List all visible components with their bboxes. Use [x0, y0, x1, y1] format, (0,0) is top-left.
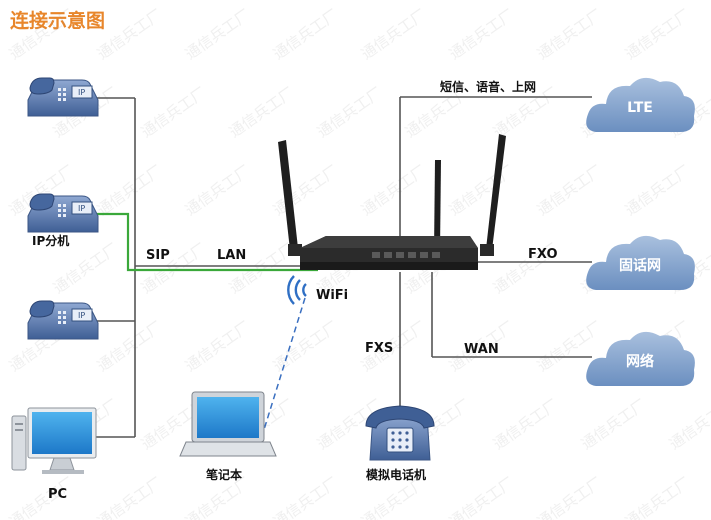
watermark-text: 通信兵工厂 — [666, 396, 711, 454]
watermark-text: 通信兵工厂 — [622, 474, 694, 520]
watermark-text: 通信兵工厂 — [94, 162, 166, 220]
cloud-internet-label: 网络 — [626, 353, 654, 370]
watermark-text: 通信兵工厂 — [534, 162, 606, 220]
watermark-text: 通信兵工厂 — [226, 84, 298, 142]
watermark-text: 通信兵工厂 — [270, 474, 342, 520]
wifi-label: WiFi — [316, 288, 348, 303]
ip-phone-top — [27, 77, 99, 117]
pc-icon — [11, 407, 97, 474]
connection-lines — [96, 96, 592, 438]
watermark-text: 通信兵工厂 — [358, 162, 430, 220]
page-title: 连接示意图 — [10, 10, 106, 32]
watermark-text: 通信兵工厂 — [446, 162, 518, 220]
watermark-text: 通信兵工厂 — [578, 396, 650, 454]
laptop-icon — [179, 391, 277, 457]
watermark-text: 通信兵工厂 — [6, 6, 78, 64]
router-icon — [278, 134, 506, 270]
watermark-text: 通信兵工厂 — [622, 162, 694, 220]
cloud-lte — [586, 77, 695, 132]
analog-phone-label: 模拟电话机 — [366, 467, 426, 482]
watermark-text: 通信兵工厂 — [622, 6, 694, 64]
lan-green-line — [96, 212, 318, 272]
wan-label: WAN — [464, 342, 499, 357]
watermark-text: 通信兵工厂 — [314, 84, 386, 142]
cloud-lte-label: LTE — [627, 100, 653, 116]
watermark-text: 通信兵工厂 — [138, 84, 210, 142]
fxs-label: FXS — [365, 341, 393, 356]
lte-services-label: 短信、语音、上网 — [440, 79, 536, 94]
watermark-text: 通信兵工厂 — [182, 6, 254, 64]
watermark-text: 通信兵工厂 — [94, 6, 166, 64]
ip-phone-label: IP分机 — [32, 233, 69, 248]
laptop-label: 笔记本 — [206, 467, 242, 482]
wifi-dashed-line — [261, 297, 306, 437]
cloud-pstn-label: 固话网 — [619, 257, 661, 274]
sip-label: SIP — [146, 248, 170, 263]
watermark-text: 通信兵工厂 — [534, 474, 606, 520]
watermark-text: 通信兵工厂 — [446, 474, 518, 520]
watermark-text: 通信兵工厂 — [182, 162, 254, 220]
watermark-text: 通信兵工厂 — [94, 474, 166, 520]
lan-label: LAN — [217, 248, 246, 263]
watermark-text: 通信兵工厂 — [490, 396, 562, 454]
watermark-text: 通信兵工厂 — [358, 6, 430, 64]
cloud-pstn — [586, 235, 695, 290]
watermark-text: 通信兵工厂 — [182, 318, 254, 376]
watermark-text: 通信兵工厂 — [94, 318, 166, 376]
analog-phone-icon — [365, 405, 435, 461]
watermark-text: 通信兵工厂 — [270, 318, 342, 376]
watermark-text: 通信兵工厂 — [270, 6, 342, 64]
watermark-text: 通信兵工厂 — [446, 6, 518, 64]
ip-phone-bottom — [27, 300, 99, 340]
cloud-internet — [586, 331, 695, 386]
wifi-signal-icon — [287, 275, 307, 305]
ip-phone-middle — [27, 193, 99, 233]
watermark-text: 通信兵工厂 — [50, 240, 122, 298]
watermark-text: 通信兵工厂 — [534, 6, 606, 64]
watermark-text: 通信兵工厂 — [270, 162, 342, 220]
pc-label: PC — [48, 487, 67, 502]
fxo-label: FXO — [528, 247, 558, 262]
